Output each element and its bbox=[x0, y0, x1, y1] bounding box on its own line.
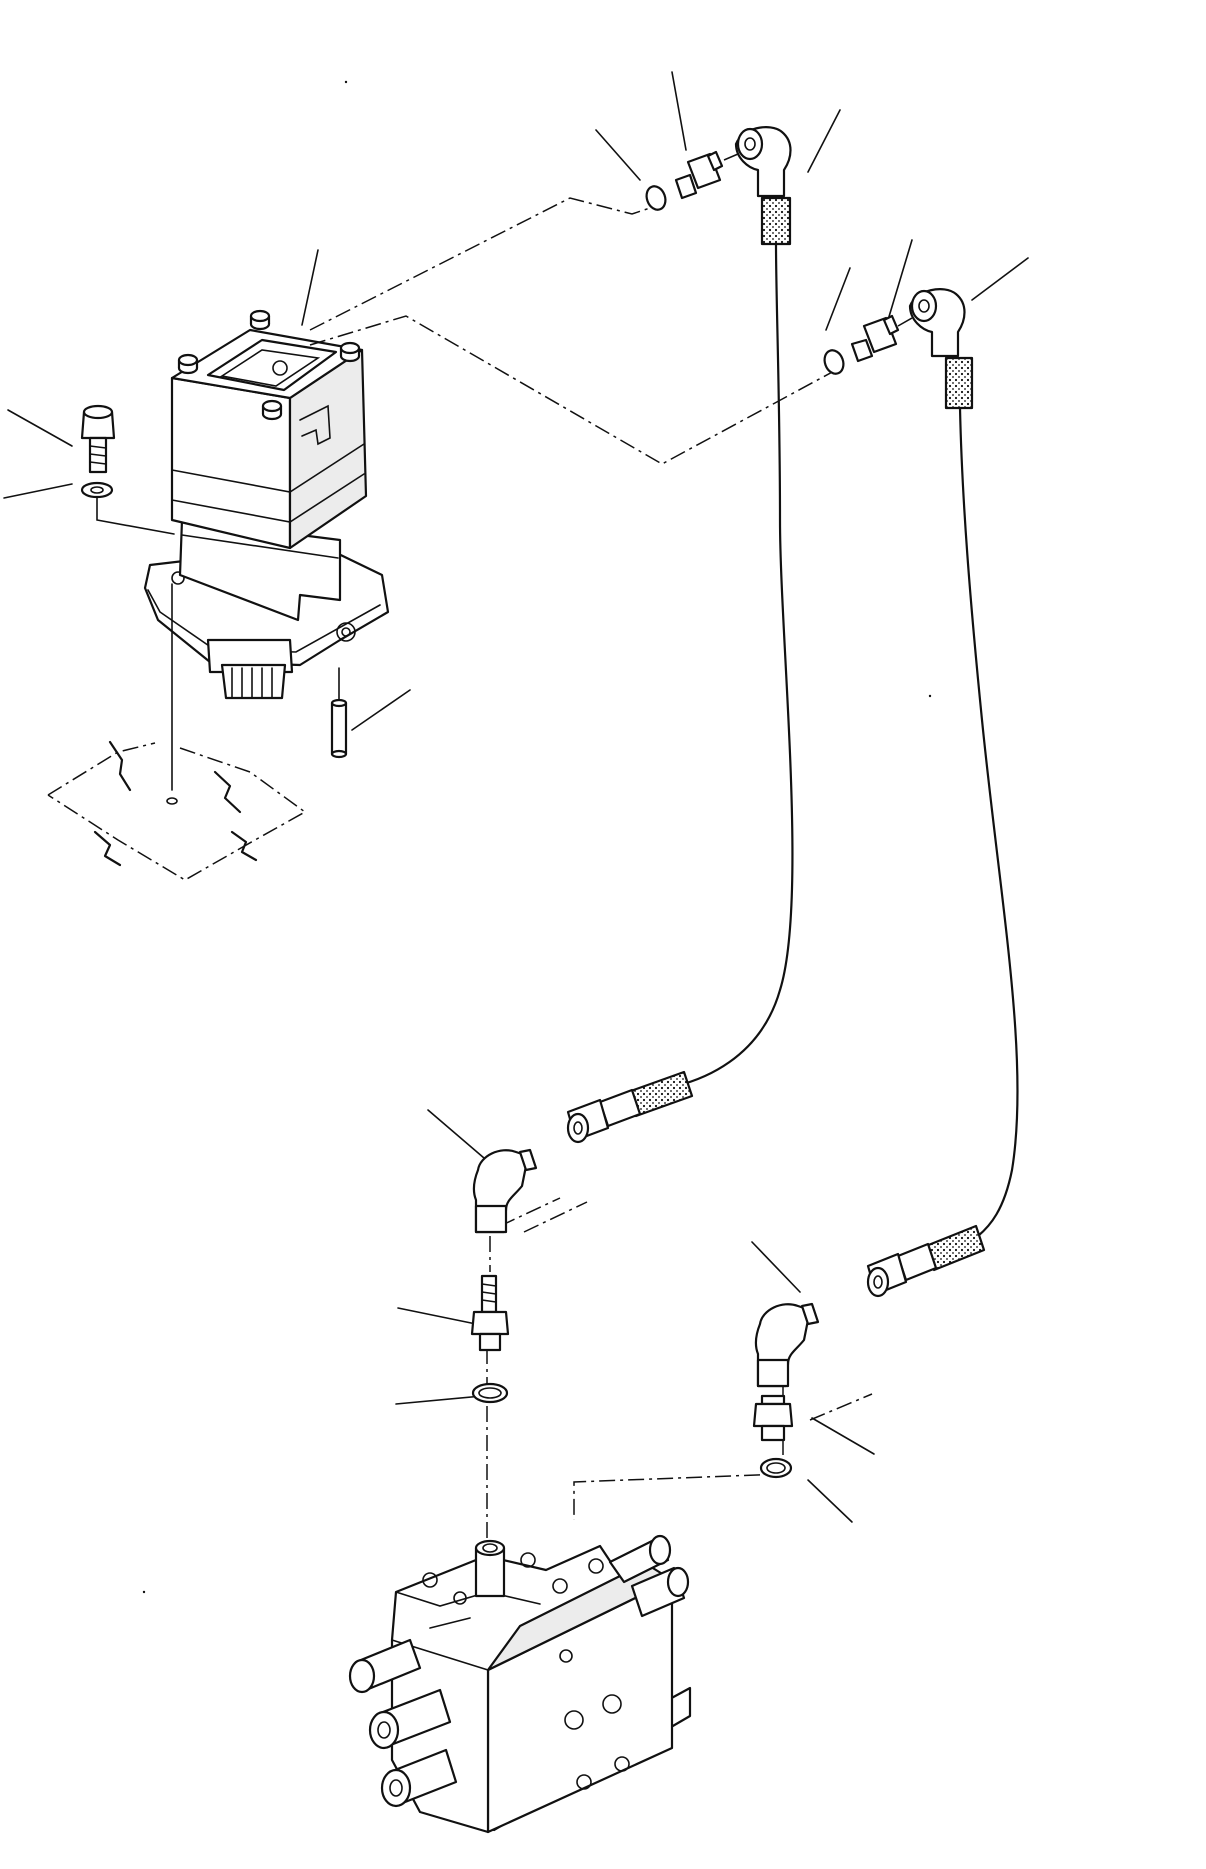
hose bbox=[674, 196, 794, 1088]
control-valve bbox=[348, 1534, 692, 1834]
mounting-base bbox=[47, 740, 307, 881]
connector bbox=[674, 150, 724, 200]
connector-leader bbox=[897, 317, 913, 327]
dowel-pin bbox=[330, 698, 348, 759]
connector-leader bbox=[723, 153, 739, 161]
elbow bbox=[734, 126, 792, 198]
connector bbox=[850, 314, 900, 363]
elbow bbox=[754, 1302, 820, 1388]
o-ring bbox=[645, 185, 667, 211]
swing-motor bbox=[143, 309, 390, 700]
elbow bbox=[908, 288, 966, 358]
o-ring bbox=[823, 349, 845, 375]
connector bbox=[752, 1394, 794, 1442]
hose bbox=[566, 1070, 694, 1144]
scan-speck bbox=[344, 80, 348, 84]
hose bbox=[944, 356, 1019, 1238]
scan-speck bbox=[142, 1590, 146, 1594]
callout-leaders bbox=[3, 71, 1029, 1523]
washer bbox=[80, 481, 114, 499]
o-ring bbox=[471, 1382, 509, 1404]
bolt-leader bbox=[96, 497, 175, 535]
connector bbox=[470, 1274, 510, 1352]
routing-lines bbox=[309, 197, 873, 1555]
mounting-bolt bbox=[80, 404, 116, 474]
elbow bbox=[472, 1148, 538, 1234]
scan-speck bbox=[928, 694, 932, 698]
o-ring bbox=[759, 1457, 793, 1479]
hose bbox=[866, 1224, 986, 1298]
